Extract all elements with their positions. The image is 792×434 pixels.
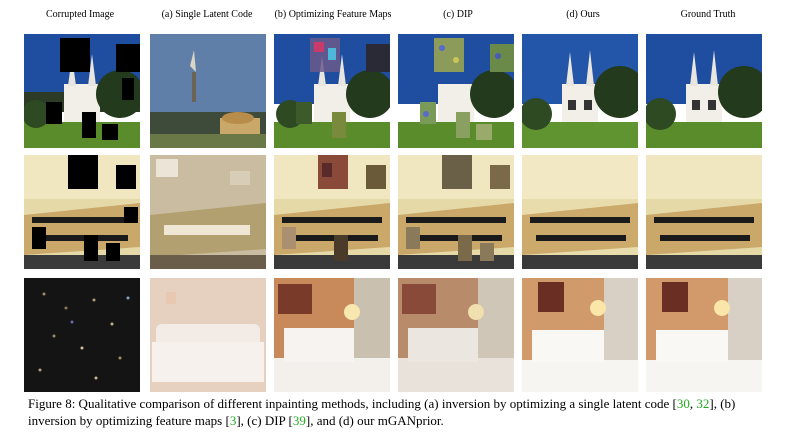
- row3-ours-result: [522, 278, 638, 392]
- citation-30[interactable]: 30: [676, 396, 690, 411]
- column-header-single-latent: (a) Single Latent Code: [161, 9, 253, 20]
- row3-dip-result: [398, 278, 514, 392]
- row3-ground-truth: [646, 278, 762, 392]
- row3-feature-maps-result: [274, 278, 390, 392]
- row1-single-latent-result: [150, 34, 266, 148]
- row1-dip-result: [398, 34, 514, 148]
- row1-corrupted-image: [24, 34, 140, 148]
- column-header-ours: (d) Ours: [566, 9, 600, 20]
- citation-32[interactable]: 32: [696, 396, 710, 411]
- caption-text-4: ], and (d) our mGANprior.: [305, 413, 444, 428]
- citation-3[interactable]: 3: [229, 413, 237, 428]
- column-header-ground-truth: Ground Truth: [680, 9, 736, 20]
- caption-separator: ,: [689, 396, 697, 411]
- figure-caption: Figure 8: Qualitative comparison of diff…: [28, 395, 780, 429]
- caption-text-3: ], (c) DIP [: [236, 413, 293, 428]
- citation-39[interactable]: 39: [292, 413, 306, 428]
- column-header-dip: (c) DIP: [443, 9, 473, 20]
- caption-text-1: Figure 8: Qualitative comparison of diff…: [28, 396, 677, 411]
- row1-ground-truth: [646, 34, 762, 148]
- row2-dip-result: [398, 155, 514, 269]
- column-header-corrupted: Corrupted Image: [45, 9, 115, 20]
- row2-feature-maps-result: [274, 155, 390, 269]
- caption-text-2: ], (b) inversion by optimizing feature m…: [28, 396, 736, 428]
- row2-ground-truth: [646, 155, 762, 269]
- row2-single-latent-result: [150, 155, 266, 269]
- row3-single-latent-result: [150, 278, 266, 392]
- column-header-feature-maps: (b) Optimizing Feature Maps: [274, 9, 392, 20]
- row1-ours-result: [522, 34, 638, 148]
- row2-corrupted-image: [24, 155, 140, 269]
- row2-ours-result: [522, 155, 638, 269]
- row3-corrupted-image: [24, 278, 140, 392]
- row1-feature-maps-result: [274, 34, 390, 148]
